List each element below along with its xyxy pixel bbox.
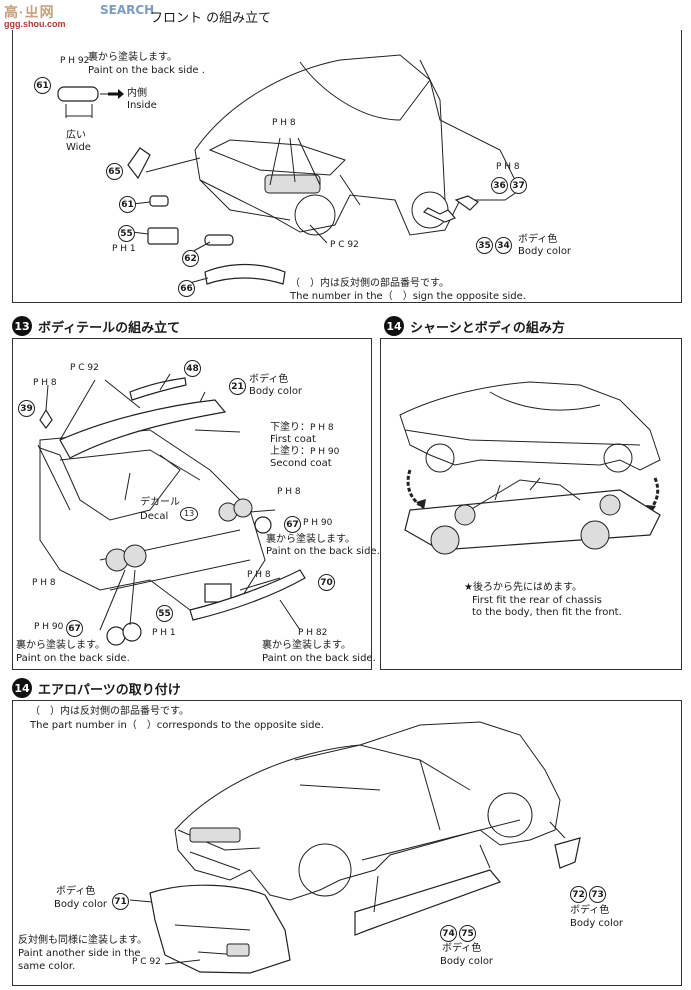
s13-part-39: 39: [18, 400, 35, 417]
top-illustration: [57, 54, 521, 286]
s13-part-67-l: 67: [66, 620, 83, 637]
top-note-en: The number in the（ ）sign the opposite si…: [290, 291, 526, 302]
top-ph8-code-b: P H 8: [496, 162, 520, 172]
s14b-other-side-en2: same color.: [18, 961, 76, 972]
part-35-label: 35: [476, 237, 493, 254]
s14b-panel: [12, 700, 682, 986]
s14a-number: 14: [384, 316, 404, 336]
s14a-note-en1: First fit the rear of chassis: [472, 595, 602, 606]
watermark-logo: 高·ㄓ网: [4, 4, 55, 20]
s13-back-paint-l-ja: 裏から塗装します。: [16, 640, 105, 651]
s14b-pc92: P C 92: [132, 957, 161, 967]
part-61b-label: 61: [119, 196, 136, 213]
s14b-note-en: The part number in（ ）corresponds to the …: [30, 720, 324, 731]
s13-pc92: P C 92: [70, 363, 99, 373]
s13-illustration: [37, 373, 306, 646]
s13-undercoat-ja: 下塗り：P H 8: [270, 422, 334, 433]
top-title-fragment: フロント の組み立て: [150, 11, 272, 26]
s13-ph8-d: P H 8: [32, 578, 56, 588]
wide-en: Wide: [66, 142, 91, 153]
watermark-site: SEARCH: [100, 3, 155, 17]
watermark-url: ggg.shou.com: [4, 19, 66, 29]
s14a-note-ja: ★後ろから先にはめます。: [464, 582, 582, 593]
s14b-part-71: 71: [112, 893, 129, 910]
s13-back-paint-r-ja: 裏から塗装します。: [266, 534, 355, 545]
s14b-other-side-en1: Paint another side in the: [18, 948, 141, 959]
part-61-label: 61: [34, 77, 51, 94]
s13-ph90-r: P H 90: [303, 518, 333, 528]
s13-part-48: 48: [184, 360, 201, 377]
s13-topcoat-ja: 上塗り：P H 90: [270, 446, 340, 457]
s13-back-paint-b-en: Paint on the back side.: [262, 653, 376, 664]
inside-en: Inside: [127, 100, 157, 111]
s14a-title: シャーシとボディの組み方: [410, 320, 565, 336]
s13-topcoat-en: Second coat: [270, 458, 332, 469]
inside-ja: 内側: [127, 88, 147, 99]
top-ph1-code: P H 1: [112, 244, 136, 254]
s13-title: ボディテールの組み立て: [38, 320, 181, 336]
s14b-body-color-l-ja: ボディ色: [56, 886, 96, 897]
s13-ph8-b: P H 8: [277, 487, 301, 497]
s13-header: 13 ボディテールの組み立て: [12, 316, 180, 336]
s14a-illustration: [399, 381, 661, 555]
top-ph8-code-a: P H 8: [272, 118, 296, 128]
top-pc92-code: P C 92: [330, 240, 359, 250]
part-66-label: 66: [178, 280, 195, 297]
s13-ph8-c: P H 8: [247, 570, 271, 580]
s13-back-paint-l-en: Paint on the back side.: [16, 653, 130, 664]
s14b-note-ja: （ ）内は反対側の部品番号です。: [30, 706, 189, 717]
s14b-part-73: 73: [589, 886, 606, 903]
s14b-body-color-l-en: Body color: [54, 899, 108, 910]
s13-panel: [12, 338, 372, 670]
s14b-body-color-r-ja: ボディ色: [570, 905, 610, 916]
top-panel: [12, 30, 682, 303]
s14b-part-74: 74: [440, 925, 457, 942]
part-55-label: 55: [118, 225, 135, 242]
part-62-label: 62: [182, 250, 199, 267]
s14b-other-side-ja: 反対側も同様に塗装します。: [18, 935, 147, 946]
s13-decal-num: 13: [180, 507, 199, 521]
s14b-title: エアロパーツの取り付け: [38, 682, 181, 698]
s13-decal-ja: デカール: [140, 497, 180, 508]
s14b-header: 14 エアロパーツの取り付け: [12, 678, 181, 698]
s14b-part-72: 72: [570, 886, 587, 903]
top-note-ja: （ ）内は反対側の部品番号です。: [290, 278, 449, 289]
s13-number: 13: [12, 316, 32, 336]
part-34-label: 34: [495, 237, 512, 254]
s13-undercoat-en: First coat: [270, 434, 316, 445]
s14b-number: 14: [12, 678, 32, 698]
top-back-paint-code: P H 92: [60, 56, 90, 66]
s13-decal-en: Decal: [140, 511, 169, 522]
top-body-color-ja: ボディ色: [518, 234, 558, 245]
s14a-header: 14 シャーシとボディの組み方: [384, 316, 565, 336]
s13-ph8-a: P H 8: [33, 378, 57, 388]
s13-part-70: 70: [318, 574, 335, 591]
top-back-paint-ja: 裏から塗装します。: [88, 52, 177, 63]
s14a-note-en2: to the body, then fit the front.: [472, 607, 622, 618]
s13-part-21: 21: [229, 378, 246, 395]
s13-back-paint-r-en: Paint on the back side.: [266, 546, 380, 557]
s13-body-color-ja: ボディ色: [249, 374, 289, 385]
wide-ja: 広い: [66, 130, 86, 141]
s13-part-55: 55: [156, 605, 173, 622]
s14b-body-color-r-en: Body color: [570, 918, 624, 929]
s14b-part-75: 75: [459, 925, 476, 942]
s13-ph82: P H 82: [298, 628, 328, 638]
s13-part-67-r: 67: [284, 516, 301, 533]
part-36-label: 36: [491, 177, 508, 194]
s14b-body-color-b-en: Body color: [440, 956, 494, 967]
s13-ph1: P H 1: [152, 628, 176, 638]
part-37-label: 37: [510, 177, 527, 194]
part-65-label: 65: [106, 163, 123, 180]
s14a-panel: [380, 338, 682, 670]
top-back-paint-en: Paint on the back side .: [88, 65, 205, 76]
s13-back-paint-b-ja: 裏から塗装します。: [262, 640, 351, 651]
s13-ph90-l: P H 90: [34, 622, 64, 632]
top-body-color-en: Body color: [518, 246, 572, 257]
s13-body-color-en: Body color: [249, 386, 303, 397]
s14b-body-color-b-ja: ボディ色: [442, 943, 482, 954]
